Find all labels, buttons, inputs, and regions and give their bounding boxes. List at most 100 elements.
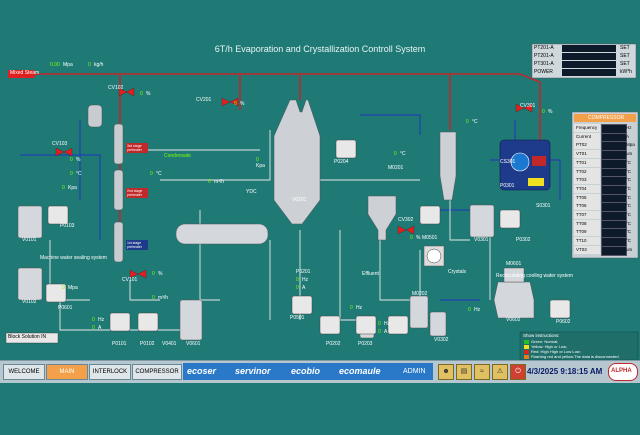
nav-welcome-button[interactable]: WELCOME bbox=[3, 364, 45, 380]
fan-unit bbox=[423, 245, 445, 267]
pump-p0203-hz-value: 0 bbox=[378, 321, 381, 327]
compressor-row-unit: °C bbox=[626, 212, 632, 217]
compressor-row-unit: um bbox=[626, 151, 633, 157]
compressor-row: TT08°C bbox=[574, 219, 636, 230]
valve-cv302-unit: % bbox=[416, 235, 421, 241]
compressor-row-unit: °C bbox=[626, 159, 632, 165]
tag-m0202: M0202 bbox=[412, 291, 428, 297]
compressor-row-name: TT10 bbox=[574, 237, 600, 246]
tag-cs301: CS301 bbox=[500, 159, 516, 165]
ydc-label: YDC bbox=[246, 189, 257, 195]
setpoint-row-0-field[interactable] bbox=[562, 45, 616, 52]
tag-p0204: P0204 bbox=[334, 159, 349, 165]
nav-compressor-button[interactable]: COMPRESSOR bbox=[132, 364, 182, 380]
separator bbox=[367, 195, 397, 241]
setpoint-row-1-button[interactable]: SET bbox=[620, 53, 630, 59]
setpoint-row-2-field[interactable] bbox=[562, 61, 616, 68]
pt-evap-unit: Kpa bbox=[256, 163, 265, 169]
tag-p0102: P0102 bbox=[140, 341, 155, 347]
block-solution-label[interactable]: Block Solution IN bbox=[8, 334, 47, 340]
tag-p0501: P0501 bbox=[290, 315, 305, 321]
compressor-row-unit: °C bbox=[626, 203, 632, 209]
second-preheater-label: 2nd stage preheater bbox=[127, 189, 143, 197]
compressor-row: TT02°C bbox=[574, 167, 636, 178]
inlet-pressure-value: 0.00 bbox=[50, 62, 60, 68]
setpoint-row-2-button[interactable]: SET bbox=[620, 61, 630, 67]
pt-left-unit: Kpa bbox=[68, 185, 77, 191]
legend-title: Show instructions: bbox=[523, 333, 560, 338]
tag-v0101: V0101 bbox=[22, 237, 37, 243]
water-pipes bbox=[20, 114, 561, 301]
tag-p0601: P0601 bbox=[58, 305, 73, 311]
pump-p0203-a-unit: A bbox=[384, 329, 388, 335]
pt-seal-unit: Mpa bbox=[68, 285, 78, 291]
compressor-row: TT06°C bbox=[574, 202, 636, 213]
compressor-row-name: TT07 bbox=[574, 211, 600, 219]
document-icon[interactable]: ▤ bbox=[456, 364, 472, 380]
brand-strip: ecoser servinor ecobio ecomaule ADMIN bbox=[183, 363, 433, 380]
valve-cv302-value: 0 bbox=[410, 235, 413, 241]
tt-left-unit: °C bbox=[76, 171, 82, 177]
user-icon[interactable]: ☻ bbox=[438, 364, 454, 380]
compressor-row: TT05°C bbox=[574, 193, 636, 204]
compressor-row-name: PT02 bbox=[574, 141, 600, 150]
legend-item-label: Yellow: High or Low; bbox=[531, 344, 568, 349]
water-sealing-label: Machine water sealing system bbox=[40, 255, 107, 261]
legend-panel bbox=[519, 331, 639, 361]
pump-p0201-a-value: 0 bbox=[296, 285, 299, 291]
valve-cv301-value: 0 bbox=[542, 109, 545, 115]
alarm-icon[interactable]: ⚠ bbox=[492, 364, 508, 380]
compressor-row-name: TT03 bbox=[574, 176, 600, 185]
brand-ecomaule: ecomaule bbox=[339, 366, 381, 376]
horizontal-vessel bbox=[175, 223, 269, 245]
third-preheater-label: 1st stage preheater bbox=[127, 241, 142, 249]
valve-cv301-unit: % bbox=[548, 109, 553, 115]
setpoint-row-0-button[interactable]: SET bbox=[620, 45, 630, 51]
admin-label[interactable]: ADMIN bbox=[403, 368, 426, 375]
company-logo: ALPHA bbox=[608, 363, 638, 381]
column-right bbox=[439, 131, 457, 201]
setpoint-row-0-name: PT201-A bbox=[534, 45, 554, 51]
tag-v0102: V0102 bbox=[22, 299, 37, 305]
legend-swatch bbox=[524, 355, 529, 359]
pt-left-value: 0 bbox=[62, 185, 65, 191]
valve-cv201-label: CV201 bbox=[196, 97, 212, 103]
compressor-row: TT01°C bbox=[574, 158, 636, 169]
compressor-row-unit: °C bbox=[626, 194, 632, 200]
cooling-water-label: Recirculating cooling water system bbox=[496, 273, 573, 279]
ft-bottom-unit: m³/h bbox=[158, 295, 168, 301]
tag-p0101: P0101 bbox=[112, 341, 127, 347]
compressor-row-name: Current bbox=[574, 132, 600, 141]
compressor-row: TT09°C bbox=[574, 228, 636, 239]
setpoint-row-1-field[interactable] bbox=[562, 53, 616, 60]
compressor-row-unit: A bbox=[626, 133, 630, 139]
compressor-row-unit: °C bbox=[626, 168, 632, 174]
compressor-row-unit: Mpa bbox=[626, 142, 635, 148]
tag-p0302: P0302 bbox=[516, 237, 531, 243]
setpoint-row-3-name: POWER bbox=[534, 69, 553, 75]
pump-p0501-hz-unit: Hz bbox=[474, 307, 481, 313]
legend-item-label: Green: Normal; bbox=[531, 339, 559, 344]
condensate-label: Condensate bbox=[164, 153, 191, 159]
compressor-row: PT02 Mpa bbox=[574, 141, 636, 152]
inlet-label: Mixed Steam bbox=[10, 70, 40, 76]
tt-column-unit: °C bbox=[472, 119, 478, 125]
power-icon[interactable]: ⏻ bbox=[510, 364, 526, 380]
tag-v0401: V0401 bbox=[162, 341, 177, 347]
compressor-row-unit: Hz bbox=[626, 125, 632, 130]
nav-main-button[interactable]: MAIN bbox=[46, 364, 88, 380]
vessel-small bbox=[87, 104, 103, 128]
compressor-row-name: TT09 bbox=[574, 228, 600, 237]
tt-preheater-unit: °C bbox=[156, 171, 162, 177]
pump-p0201-a-unit: A bbox=[302, 285, 306, 291]
legend-item-label: Flashing red and yellow:The data is disc… bbox=[531, 354, 619, 359]
tank-v0101 bbox=[17, 204, 495, 341]
ft-steam-value: 0 bbox=[208, 179, 211, 185]
pump-p0202-hz-value: 0 bbox=[350, 305, 353, 311]
nav-interlock-button[interactable]: INTERLOCK bbox=[89, 364, 131, 380]
pump-p0203-hz-unit: Hz bbox=[384, 321, 391, 327]
valve-cv102-value: 0 bbox=[140, 91, 143, 97]
trend-icon[interactable]: ≈ bbox=[474, 364, 490, 380]
legend-swatch bbox=[524, 350, 529, 354]
